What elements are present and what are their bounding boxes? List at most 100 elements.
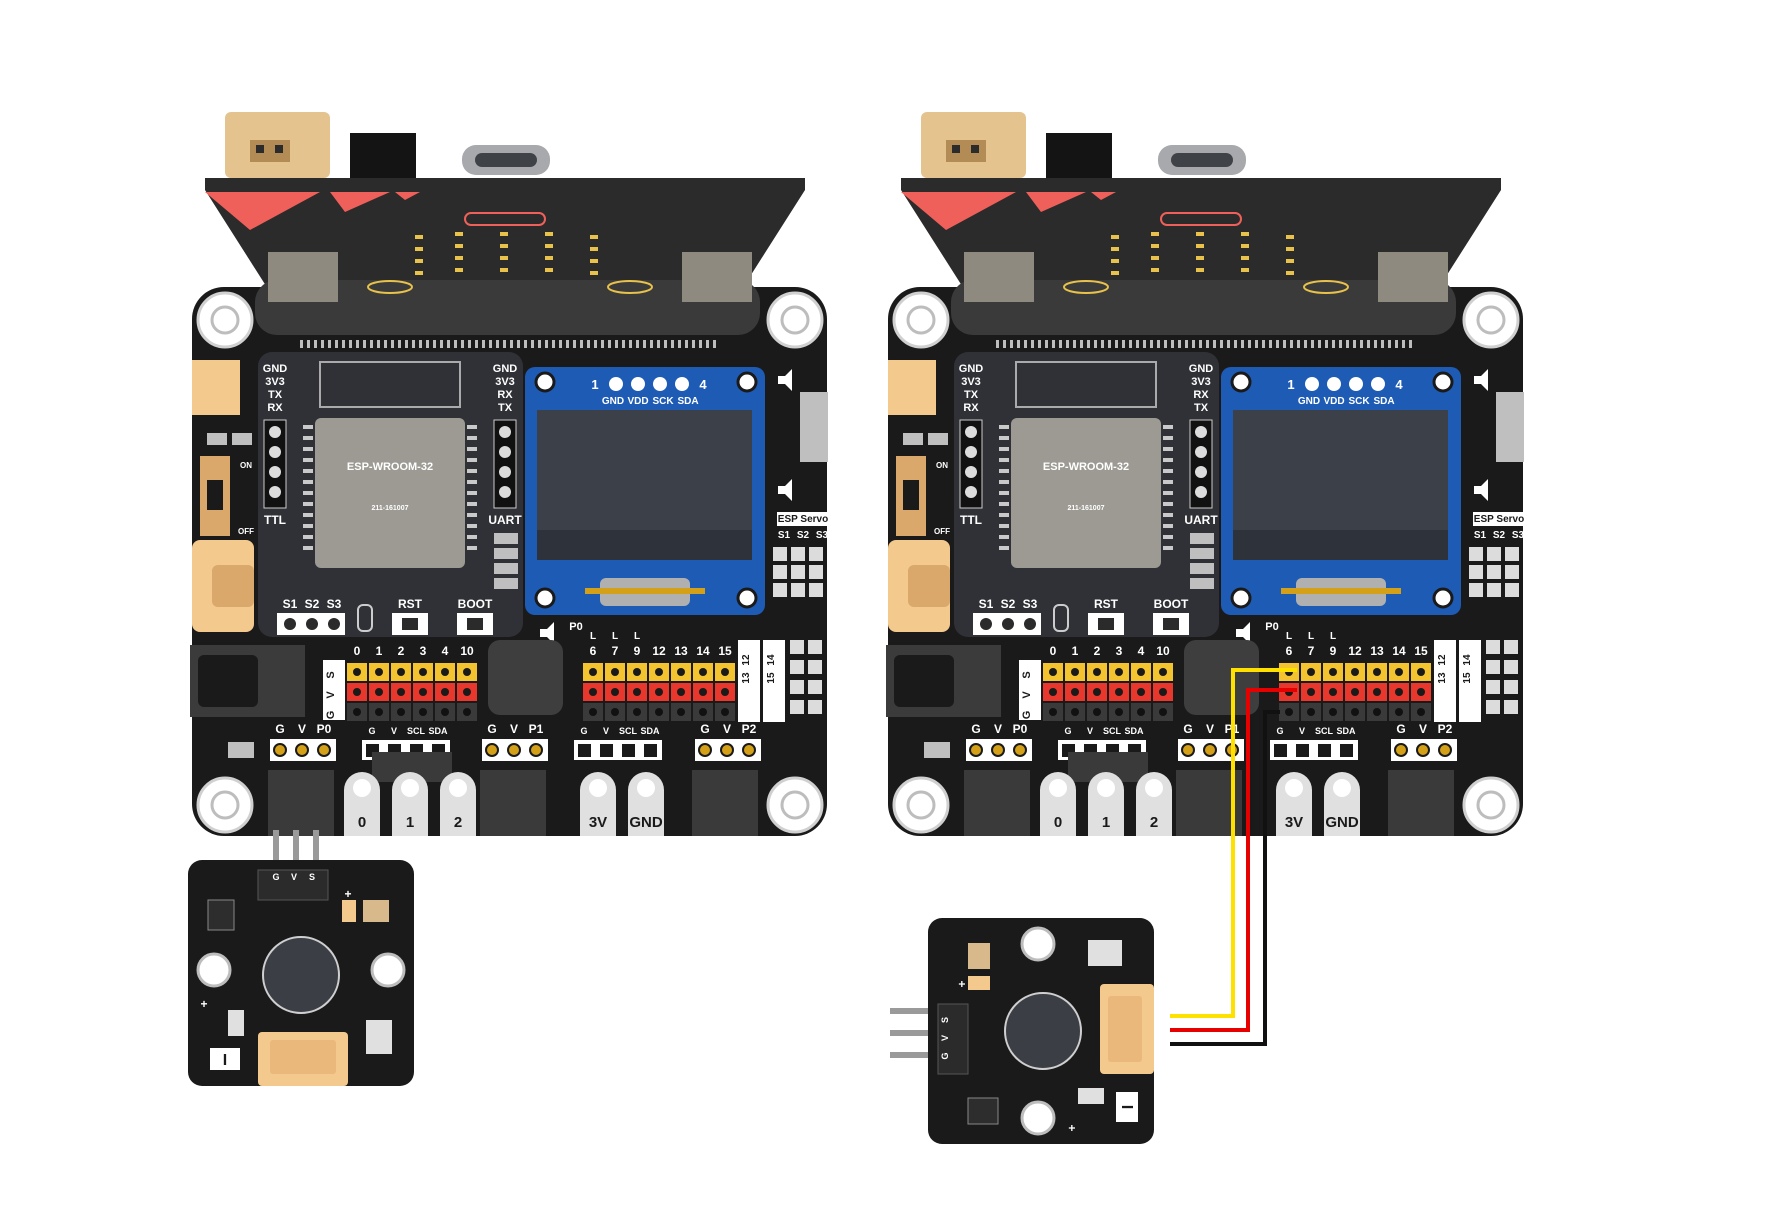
module-pin <box>999 480 1009 484</box>
led-matrix <box>1151 268 1159 272</box>
resistor-array <box>366 1020 392 1054</box>
edge-pad-hole <box>449 779 467 797</box>
resistor-array <box>1088 940 1122 966</box>
led-matrix <box>500 232 508 236</box>
edge-contact <box>1192 340 1195 348</box>
ttl-pin-label: TX <box>268 389 283 401</box>
led-matrix <box>500 268 508 272</box>
header-pin <box>1504 700 1518 714</box>
oled-pin <box>631 377 645 391</box>
row-side-label: S <box>325 671 337 678</box>
pin-number: 7 <box>612 644 619 658</box>
pin-number: 4 <box>442 644 449 658</box>
oled-hole <box>536 589 554 607</box>
header-pin-hole <box>1351 688 1359 696</box>
header-pin <box>809 565 823 579</box>
smd-resistor <box>1190 578 1214 589</box>
module-name: ESP-WROOM-32 <box>1043 461 1129 473</box>
potentiometer <box>363 900 389 922</box>
edge-contact <box>1297 340 1300 348</box>
module-pin <box>303 546 313 550</box>
i2c-pin-label: SDA <box>428 726 448 736</box>
boot-button-cap <box>1163 618 1179 630</box>
smd-resistor <box>1190 533 1214 544</box>
smd-part <box>1078 1088 1104 1104</box>
edge-contact <box>363 340 366 348</box>
header-pin-hole <box>1395 708 1403 716</box>
header-pin-hole <box>1115 708 1123 716</box>
edge-contact <box>706 340 709 348</box>
plus-mark: + <box>1065 1124 1079 1131</box>
led-matrix <box>455 244 463 248</box>
header-pin-hole <box>1115 688 1123 696</box>
module-pin <box>1163 546 1173 550</box>
mount-hole-inner <box>1478 792 1504 818</box>
module-pin <box>303 480 313 484</box>
sensor-body: IGVS++ <box>928 918 1154 1144</box>
ttl-pin-label: RX <box>267 402 283 414</box>
header-pin-hole <box>1329 688 1337 696</box>
microphone <box>1005 993 1081 1069</box>
pin-number: 4 <box>1138 644 1145 658</box>
header-pin-hole <box>353 688 361 696</box>
led-matrix <box>1286 247 1294 251</box>
led-matrix <box>500 244 508 248</box>
pin-number: 7 <box>1308 644 1315 658</box>
gvp0-label: V <box>994 722 1002 736</box>
header-pin <box>1469 547 1483 561</box>
header-pin-hole <box>1351 708 1359 716</box>
edge-contact <box>657 340 660 348</box>
edge-contact <box>538 340 541 348</box>
led-matrix <box>545 256 553 260</box>
led-matrix <box>415 271 423 275</box>
oled-pin <box>609 377 623 391</box>
pin-number: 12 <box>652 644 666 658</box>
sensor-pin-label: V <box>940 1035 950 1041</box>
side-pin-label: 12 <box>741 654 752 666</box>
module-pin <box>303 491 313 495</box>
i2c-pin-label: V <box>391 726 397 736</box>
header-pin <box>965 446 977 458</box>
header-pin-hole <box>1307 708 1315 716</box>
module-pin <box>467 425 477 429</box>
port-block <box>480 770 546 836</box>
edge-contact <box>300 340 303 348</box>
pin-number: 6 <box>1286 644 1293 658</box>
smd-resistor <box>494 548 518 559</box>
oled-pin-label: GND <box>1298 396 1320 407</box>
edge-contact <box>1269 340 1272 348</box>
edge-contact <box>1409 340 1412 348</box>
edge-pad-hole <box>401 779 419 797</box>
led-matrix <box>1286 271 1294 275</box>
gvp2-label: G <box>1396 722 1405 736</box>
oled-pin-number: 4 <box>699 377 707 392</box>
module-pin <box>467 436 477 440</box>
header-pin <box>1504 640 1518 654</box>
i2c-pin-label: SDA <box>640 726 660 736</box>
sensor-body: IGVS++ <box>188 860 414 1086</box>
header-pin-hole <box>1395 688 1403 696</box>
gvp2-label: V <box>723 722 731 736</box>
edge-contact <box>314 340 317 348</box>
edge-contact <box>440 340 443 348</box>
esp-servo-pin-label: S1 <box>1474 530 1487 541</box>
oled-ribbon-strip <box>1281 588 1401 594</box>
led-matrix <box>545 268 553 272</box>
header-pin <box>743 744 755 756</box>
edge-pad-label: 0 <box>1054 814 1062 831</box>
header-pin-hole <box>1137 688 1145 696</box>
edge-contact <box>1017 340 1020 348</box>
i2c-pin-label: V <box>603 726 609 736</box>
gvp0-label: G <box>971 722 980 736</box>
edge-pad-label: GND <box>1325 814 1359 831</box>
ph-connector-inner <box>1108 996 1142 1062</box>
edge-contact <box>545 340 548 348</box>
l-mark: L <box>590 631 596 642</box>
module-pin <box>999 425 1009 429</box>
module-pin <box>303 425 313 429</box>
edge-contact <box>349 340 352 348</box>
sensor-pin-label: V <box>291 872 297 882</box>
servo-pin-label: S2 <box>305 597 320 611</box>
header-pin-hole <box>1049 688 1057 696</box>
header-pin-hole <box>1071 688 1079 696</box>
